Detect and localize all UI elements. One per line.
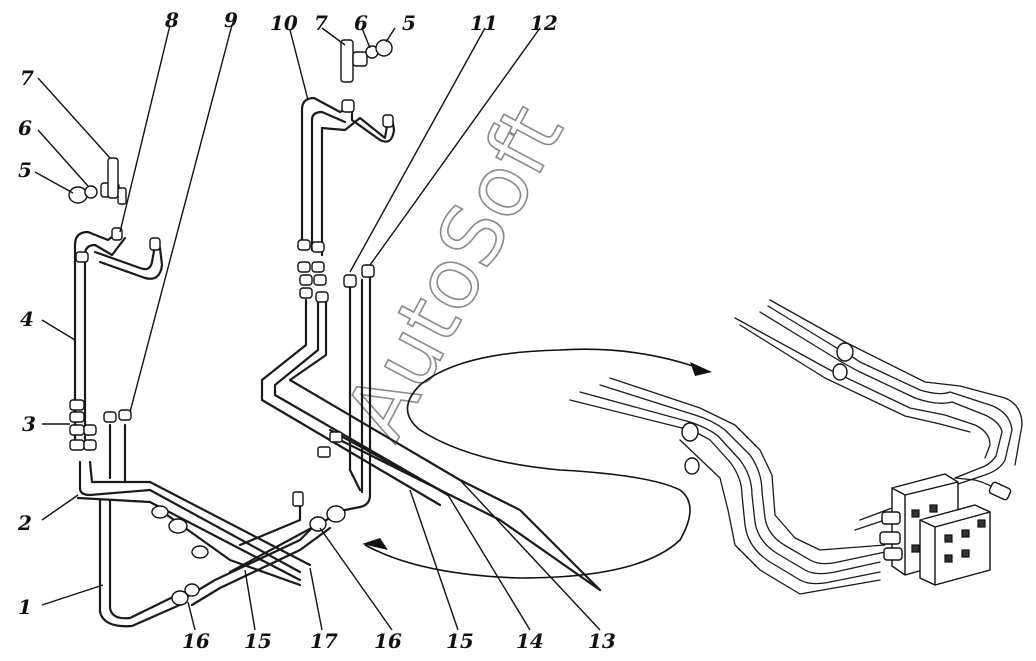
fitting-16b (309, 505, 346, 532)
fitting-4 (75, 251, 89, 263)
fitting-10 (341, 99, 355, 113)
callout-7-left: 7 (20, 66, 34, 90)
pipe-4 (73, 230, 120, 442)
callout-1: 1 (18, 595, 32, 619)
callout-15-right: 15 (446, 629, 474, 653)
callout-11: 11 (470, 11, 498, 35)
callout-16-right: 16 (374, 629, 402, 653)
pipe-16b (238, 503, 302, 547)
fitting-stack-center (297, 239, 375, 303)
callout-15-left: 15 (244, 629, 272, 653)
center-pipe-group (228, 39, 602, 592)
callout-3: 3 (22, 412, 36, 436)
pipe-8 (93, 243, 157, 271)
callout-8: 8 (164, 8, 179, 32)
fitting-group-3 (69, 399, 132, 451)
callout-6-top: 6 (354, 11, 368, 35)
leader-lines (34, 24, 601, 631)
pipe-2-c (76, 496, 302, 582)
pipe-10-d (350, 103, 396, 143)
pipe-10-lower (260, 298, 442, 507)
callout-5-left: 5 (18, 158, 32, 182)
callout-9: 9 (224, 8, 238, 32)
fitting-10b (382, 114, 394, 128)
left-pipe-group (68, 157, 332, 628)
pipe-2-b (88, 460, 312, 567)
pipe-12 (333, 273, 372, 514)
callout-12: 12 (530, 11, 558, 35)
pipe-10-b (310, 110, 347, 252)
callout-16-left: 16 (182, 629, 210, 653)
pipe-8-b (98, 246, 164, 280)
fitting-group-mid (151, 505, 209, 559)
pipe-10-lower-b (273, 298, 450, 497)
fitting-8b (149, 237, 161, 251)
pipe-1 (108, 498, 177, 620)
pipe-10-c (320, 116, 390, 257)
callout-17: 17 (310, 629, 338, 653)
callout-10: 10 (270, 11, 298, 35)
tee-fitting-left (68, 157, 127, 205)
pipe-10 (300, 96, 352, 247)
callout-7-top: 7 (314, 11, 328, 35)
pipe-2 (78, 460, 302, 574)
callout-5-top: 5 (402, 11, 416, 35)
pipe-1-b (98, 498, 184, 628)
hydraulic-valve-block-icon (879, 473, 991, 586)
pipe-15-b (190, 526, 332, 607)
curved-arrow-icon (362, 348, 712, 579)
assembly-inset (569, 299, 1023, 595)
callout-2: 2 (17, 511, 32, 535)
pipe-10-lower-c (288, 298, 602, 592)
callout-6-left: 6 (18, 116, 32, 140)
pipe-11 (348, 283, 362, 492)
fitting-8 (111, 227, 123, 241)
fitting-center-small (292, 431, 343, 507)
callout-labels: 1 2 3 4 5 6 7 8 9 10 7 6 5 11 12 13 14 1… (17, 8, 616, 653)
callout-13: 13 (588, 629, 616, 653)
callout-14: 14 (516, 629, 544, 653)
callout-4: 4 (20, 307, 34, 331)
tee-fitting-top (340, 39, 393, 83)
pipe-13 (338, 438, 602, 592)
fitting-group-16a (171, 583, 200, 606)
